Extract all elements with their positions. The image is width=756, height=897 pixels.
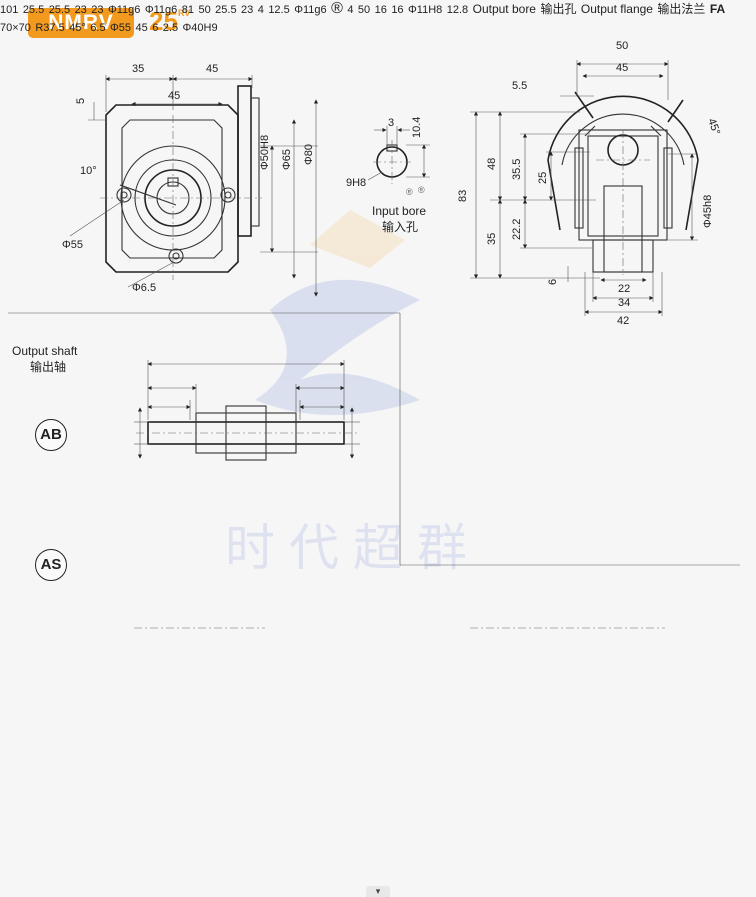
output-flange-title: Output flange [580,2,653,16]
input-bore-title-cn: 输入孔 [382,219,418,234]
output-flange-title-cn: 输出法兰 [657,2,706,16]
side-dim-22-2: 22.2 [511,219,523,240]
input-dim-10-4: 10.4 [411,117,423,138]
flange-dim-6-5: 6.5 [90,22,106,34]
ab-dim-25-5-right: 25.5 [48,4,71,16]
output-flange-code: FA [709,2,726,16]
flange-dim-r37-5: R37.5 [35,22,65,34]
output-bore-title: Output bore [472,2,536,16]
side-dim-48: 48 [486,158,498,170]
front-dim-phi55: Φ55 [62,239,83,251]
model-number: 25 [149,6,178,36]
as-dim-23: 23 [241,4,254,16]
side-dim-phi45: Φ45h8 [702,195,714,228]
flange-dim-45: 45 [135,22,148,34]
flange-dim-45deg: 45° [69,22,86,34]
input-bore-title: Input bore [372,204,426,218]
side-dim-5-5: 5.5 [512,80,527,92]
side-view: ® [418,60,699,316]
bore-dim-16-left: 16 [374,4,387,16]
ab-dim-23-left: 23 [74,4,87,16]
svg-text:®: ® [406,187,413,197]
flange-dim-6: 6 [152,22,159,34]
flange-dim-70x70: 70×70 [0,22,31,34]
watermark-text: 时代超群 [225,519,481,577]
side-dim-45deg: 45° [705,117,722,137]
as-dim-50: 50 [198,4,211,16]
side-dim-45: 45 [616,62,628,74]
side-dim-34: 34 [618,297,630,309]
as-dim-phi11: Φ11g6 [294,4,327,16]
brand-badge: NMRV [28,8,134,38]
ab-dim-phi11-left: Φ11g6 [107,4,141,16]
watermark-logo [255,210,420,415]
as-dim-4: 4 [257,4,264,16]
front-dim-phi6-5: Φ6.5 [132,282,156,294]
ab-dim-101: 101 [0,4,19,16]
ab-dim-phi11-right: Φ11g6 [144,4,178,16]
bore-dim-50: 50 [357,4,371,16]
bore-dim-4: 4 [347,4,354,16]
side-dim-42: 42 [617,315,629,327]
shaft-ab-badge: AB [35,419,67,451]
shaft-as-badge: AS [35,549,67,581]
front-dim-5: 5 [75,98,87,104]
bore-dim-11h8: Φ11H8 [408,4,443,16]
side-dim-6: 6 [547,279,559,285]
output-shaft-title-cn: 输出轴 [30,359,66,374]
output-bore-title-cn: 输出孔 [540,2,577,16]
input-bore-view: ® [367,126,430,197]
as-dim-81: 81 [181,4,194,16]
side-dim-50: 50 [616,40,628,52]
side-dim-35-5: 35.5 [511,159,523,180]
output-bore-drawing: ® [331,0,343,17]
ab-dim-25-5-left: 25.5 [22,4,45,16]
bore-dim-12-8: 12.8 [446,4,469,16]
as-dim-25-5: 25.5 [215,4,237,16]
flange-dim-phi55: Φ55 [110,22,132,34]
input-dim-3: 3 [388,117,394,129]
side-dim-25: 25 [537,172,549,184]
input-dim-9h8: 9H8 [346,177,366,189]
output-shaft-title: Output shaft [12,344,78,358]
front-dim-35: 35 [132,63,144,75]
front-dim-45-inner: 45 [168,90,180,102]
front-dim-phi50: Φ50H8 [259,135,271,170]
front-view [69,75,319,297]
front-dim-45-top: 45 [206,63,218,75]
model-suffix: RV [178,8,191,18]
flange-dim-2-5: 2.5 [162,22,179,34]
front-dim-phi80: Φ80 [303,144,315,165]
scroll-down-arrow-icon[interactable]: ▾ [366,886,390,897]
front-dim-phi65: Φ65 [281,149,293,170]
flange-dim-phi40: Φ40H9 [182,22,218,34]
side-dim-83: 83 [457,190,469,202]
ab-dim-23-right: 23 [91,4,104,16]
section-borders [8,312,740,629]
svg-text:®: ® [418,185,425,195]
side-dim-35: 35 [486,233,498,245]
shaft-ab-drawing [134,360,360,461]
front-dim-10deg: 10° [80,165,97,177]
as-dim-12-5: 12.5 [268,4,290,16]
side-dim-22: 22 [618,283,630,295]
bore-dim-16-right: 16 [391,4,404,16]
